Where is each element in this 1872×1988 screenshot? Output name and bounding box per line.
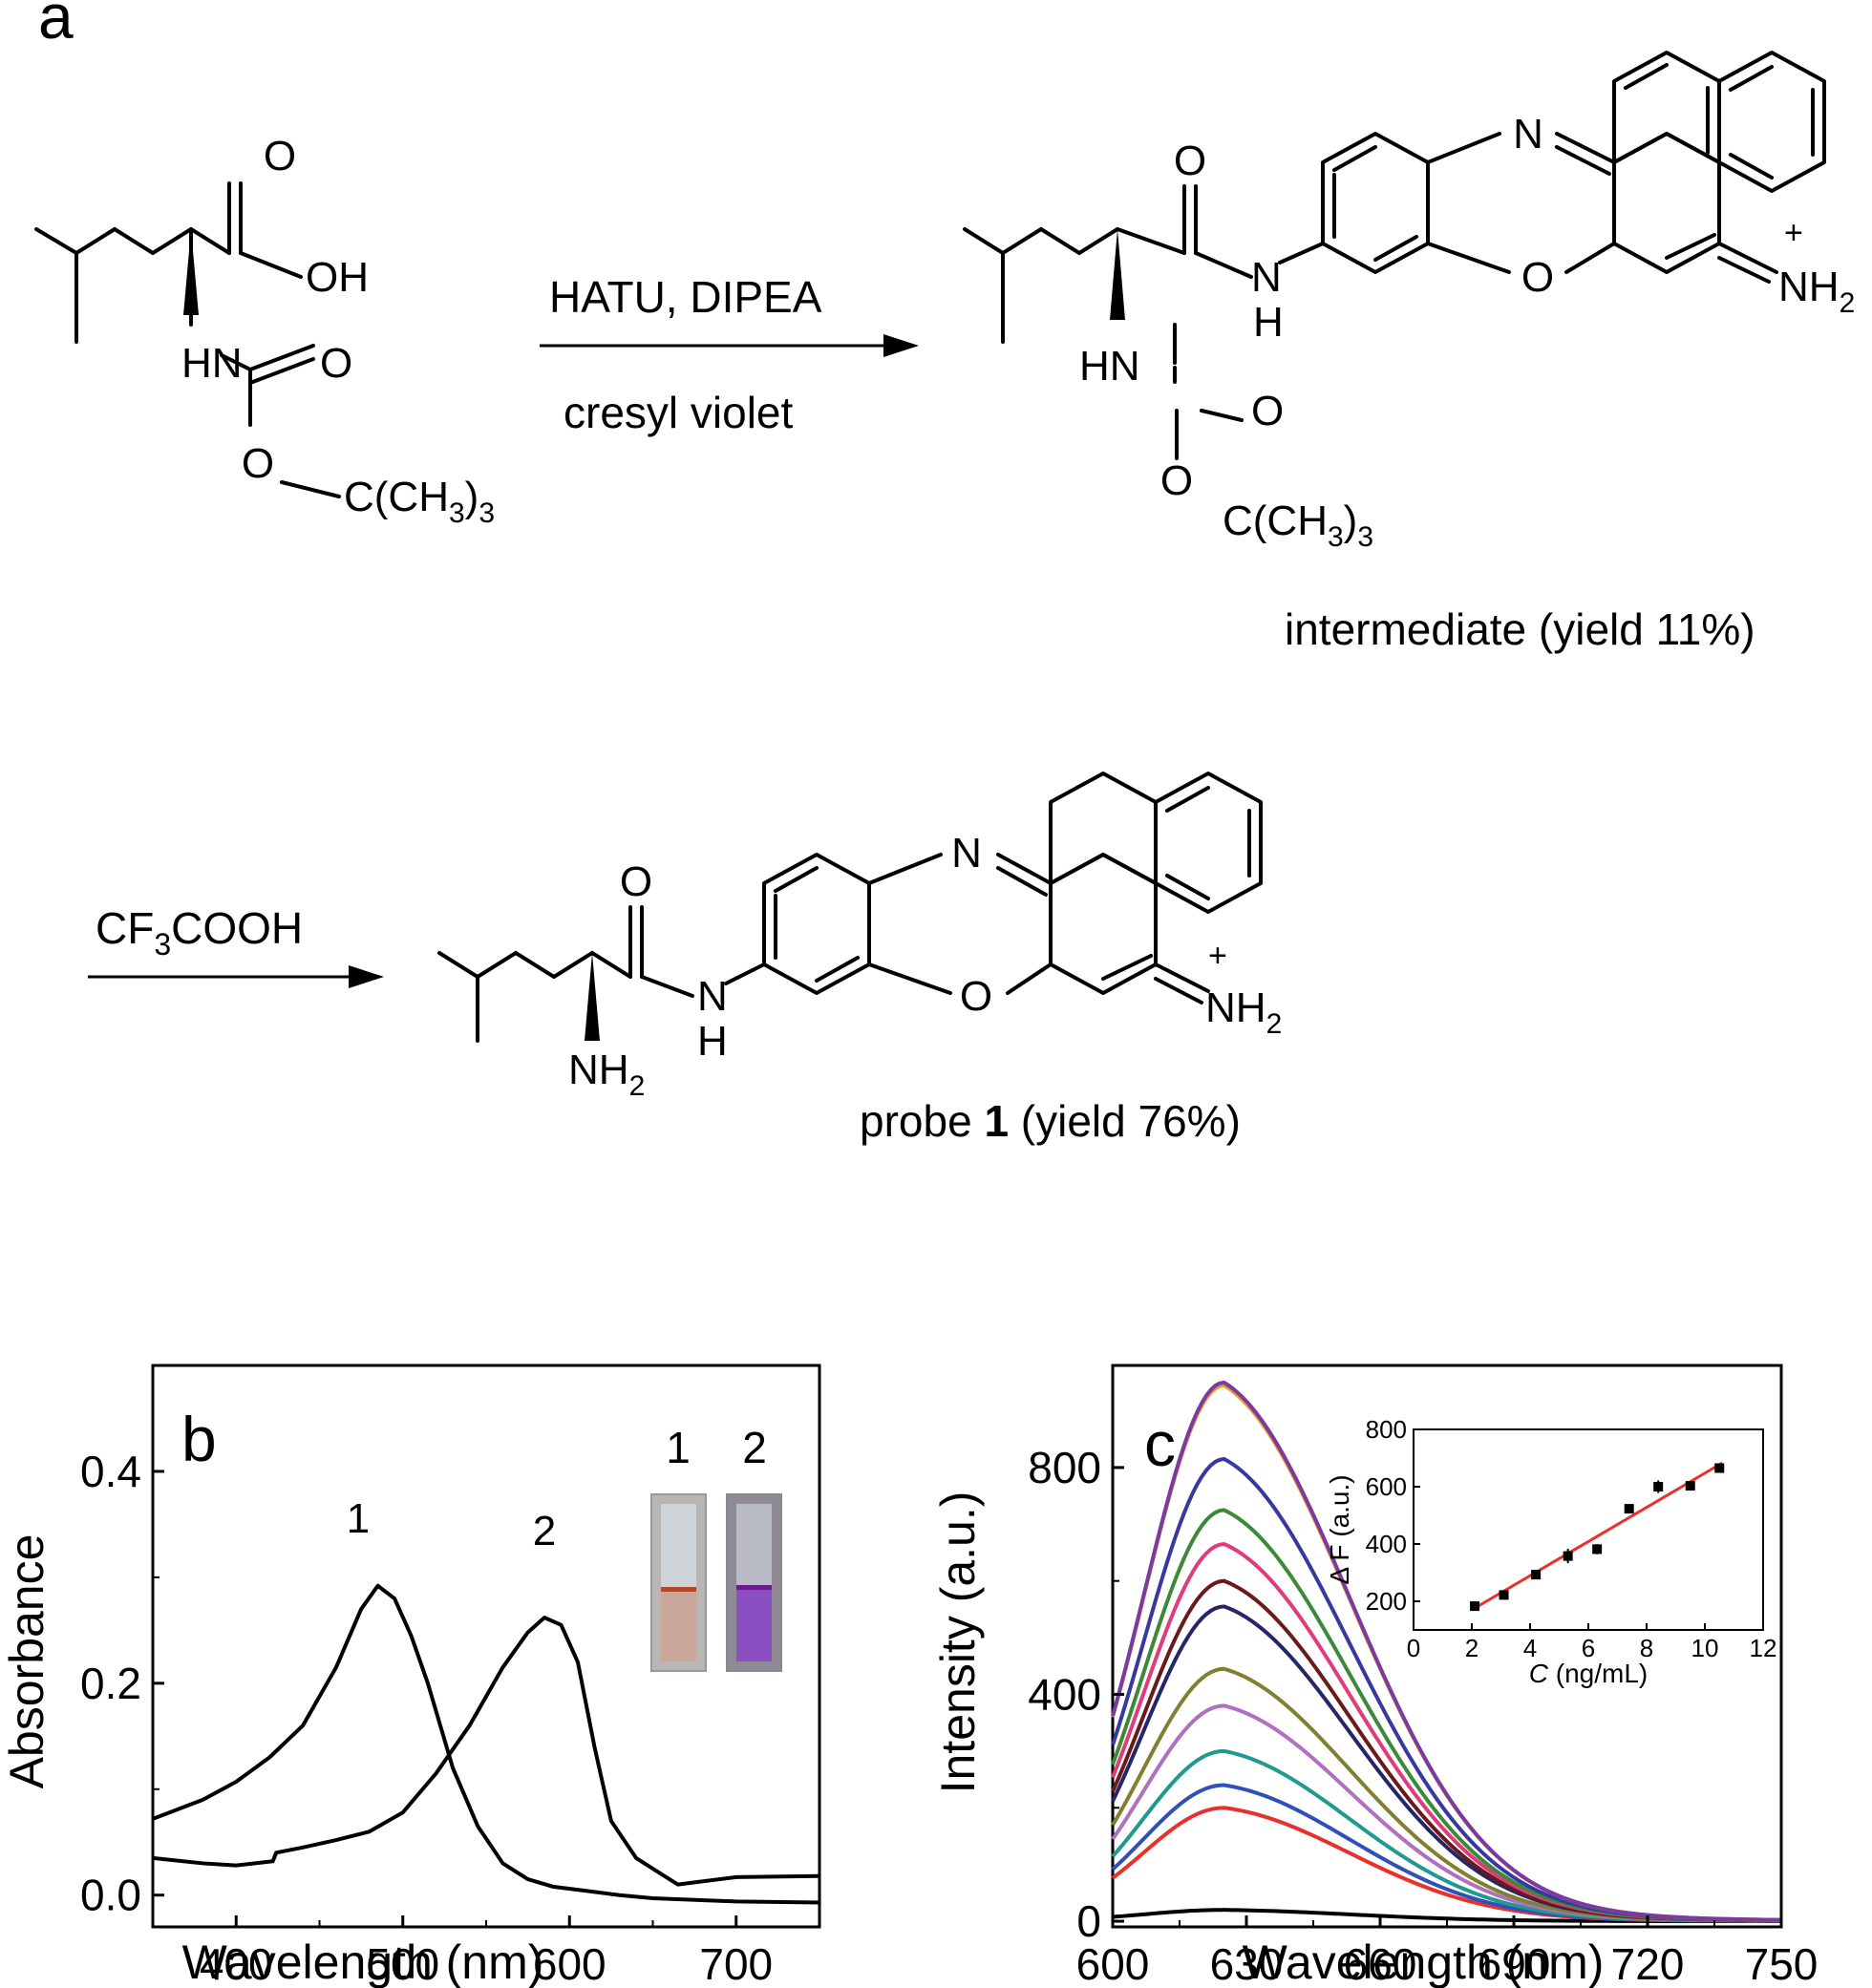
panel-label-c: c <box>1144 1408 1176 1479</box>
inset-x-tick-label: 10 <box>1691 1634 1719 1662</box>
y-tick-label: 800 <box>1028 1443 1101 1492</box>
atom-ester-O: O <box>242 440 274 487</box>
int-iminium-NH2: NH2 <box>1778 264 1855 319</box>
x-tick-label: 400 <box>200 1939 273 1988</box>
probe-atom-O-ring: O <box>960 973 992 1020</box>
int-atom-O-ester: O <box>1160 457 1193 504</box>
int-atom-HN: HN <box>1079 343 1140 390</box>
probe-plus-charge: + <box>1208 938 1227 974</box>
calibration-inset: 0 2 4 6 8 10 12 200 400 600 800 C (ng/mL) Δ F (a.u.) <box>1325 1415 1776 1688</box>
inset-data-point <box>1592 1544 1603 1554</box>
atom-HN: HN <box>181 340 243 387</box>
inset-data-point <box>1470 1601 1480 1612</box>
y-tick-label: 400 <box>1028 1669 1101 1719</box>
probe-caption: probe 1 (yield 76%) <box>860 1096 1241 1146</box>
int-atom-O-ring: O <box>1521 254 1554 301</box>
atom-OH: OH <box>306 254 369 301</box>
inset-y-tick-label: 400 <box>1366 1530 1407 1558</box>
x-tick-label: 720 <box>1611 1939 1685 1988</box>
absorbance-series-2 <box>152 1616 820 1887</box>
int-atom-O-boc: O <box>1251 388 1284 434</box>
y-tick-label: 0.4 <box>80 1447 141 1496</box>
cuvette-label-1: 1 <box>666 1423 691 1472</box>
inset-data-point <box>1531 1570 1542 1580</box>
fluorescence-series-7 <box>1111 1604 1782 1923</box>
inset-data-point <box>1563 1551 1573 1561</box>
x-tick-label: 660 <box>1344 1939 1417 1988</box>
inset-y-tick-label: 800 <box>1366 1415 1407 1444</box>
reaction-scheme: a O OH HN O O C(CH3)3 HATU, DIPEA cresyl… <box>34 0 1855 1146</box>
x-tick-label: 690 <box>1478 1939 1551 1988</box>
fluorescence-ylabel: Intensity (a.u.) <box>936 1491 985 1794</box>
inset-x-tick-label: 2 <box>1465 1634 1478 1662</box>
inset-xlabel: C (ng/mL) <box>1529 1659 1648 1688</box>
probe-iminium-NH2: NH2 <box>1205 984 1282 1040</box>
curve-label-1: 1 <box>347 1495 370 1542</box>
intermediate-caption: intermediate (yield 11%) <box>1285 604 1755 654</box>
reagent-cresyl-violet: cresyl violet <box>564 388 794 437</box>
y-tick-label: 0.0 <box>80 1871 141 1920</box>
inset-data-point <box>1653 1482 1664 1491</box>
fluorescence-chart: 600 630 660 690 720 750 0 400 800 c Wavelength (… <box>936 1364 1818 1988</box>
panel-label-a: a <box>38 0 74 52</box>
inset-y-tick-label: 200 <box>1366 1587 1407 1616</box>
absorbance-axes <box>151 1364 821 1929</box>
int-atom-N-amide: N <box>1251 254 1282 301</box>
x-tick-label: 600 <box>1076 1939 1150 1988</box>
inset-data-point <box>1714 1463 1725 1473</box>
fluorescence-series-3 <box>1111 1783 1782 1923</box>
inset-x-tick-label: 8 <box>1640 1634 1653 1662</box>
inset-ylabel: Δ F (a.u.) <box>1325 1474 1354 1584</box>
absorbance-series-1 <box>152 1583 820 1905</box>
inset-x-tick-label: 4 <box>1523 1634 1537 1662</box>
absorbance-series <box>152 1583 820 1905</box>
y-tick-label: 0.2 <box>80 1659 141 1708</box>
int-atom-H-amide: H <box>1253 299 1284 346</box>
probe-1-structure <box>437 772 1263 1043</box>
inset-y-tick-label: 600 <box>1366 1472 1407 1501</box>
y-tick-label: 0 <box>1076 1896 1101 1946</box>
x-tick-label: 500 <box>366 1939 439 1988</box>
inset-x-tick-label: 6 <box>1582 1634 1595 1662</box>
reagent-hatu-dipea: HATU, DIPEA <box>549 272 822 322</box>
probe-atom-N-ring: N <box>951 830 982 877</box>
x-tick-label: 600 <box>533 1939 606 1988</box>
inset-data-point <box>1624 1504 1634 1514</box>
x-tick-label: 700 <box>699 1939 773 1988</box>
absorbance-chart: 400 500 600 700 0.0 0.2 0.4 b 1 2 1 2 Waveleng… <box>0 1364 821 1988</box>
fluorescence-xlabel: Wavelength (nm) <box>1243 1935 1605 1988</box>
tbu-group-1: C(CH3)3 <box>344 474 495 529</box>
curve-label-2: 2 <box>533 1508 556 1554</box>
inset-x-tick-label: 12 <box>1750 1634 1777 1662</box>
x-tick-label: 750 <box>1745 1939 1819 1988</box>
inset-data-point <box>1499 1590 1509 1600</box>
int-plus-charge: + <box>1784 215 1803 251</box>
absorbance-xlabel: Wavelength (nm) <box>182 1935 544 1988</box>
x-tick-label: 630 <box>1210 1939 1284 1988</box>
probe-atom-O-carbonyl: O <box>620 858 652 905</box>
reagent-tfa: CF3COOH <box>96 903 303 962</box>
intermediate-structure <box>963 51 1826 460</box>
plot-frame <box>151 1364 821 1929</box>
panel-label-b: b <box>181 1404 217 1474</box>
cuvette-photo-inset: 1 2 <box>650 1423 782 1672</box>
absorbance-ticks: 400 500 600 700 0.0 0.2 0.4 <box>80 1447 820 1988</box>
atom-carboxyl-O: O <box>264 133 296 180</box>
fluorescence-ticks: 600 630 660 690 720 750 0 400 800 <box>1028 1443 1818 1988</box>
tbu-group-2: C(CH3)3 <box>1223 497 1373 553</box>
inset-data-point <box>1685 1481 1695 1491</box>
atom-carbonyl-O: O <box>320 340 352 387</box>
fluorescence-series-13 <box>1111 1380 1782 1922</box>
cuvette-label-2: 2 <box>742 1423 767 1472</box>
fluorescence-series <box>1111 1380 1782 1924</box>
inset-fit-line <box>1471 1461 1724 1612</box>
int-atom-N-ring: N <box>1513 111 1543 158</box>
probe-atom-NH2: NH2 <box>568 1047 645 1102</box>
probe-atom-N-amide: N <box>697 973 728 1020</box>
absorbance-ylabel: Absorbance <box>0 1534 53 1789</box>
inset-x-tick-label: 0 <box>1407 1634 1420 1662</box>
inset-frame <box>1413 1428 1764 1631</box>
probe-atom-H-amide: H <box>697 1018 728 1065</box>
int-atom-O-carbonyl: O <box>1174 137 1206 184</box>
